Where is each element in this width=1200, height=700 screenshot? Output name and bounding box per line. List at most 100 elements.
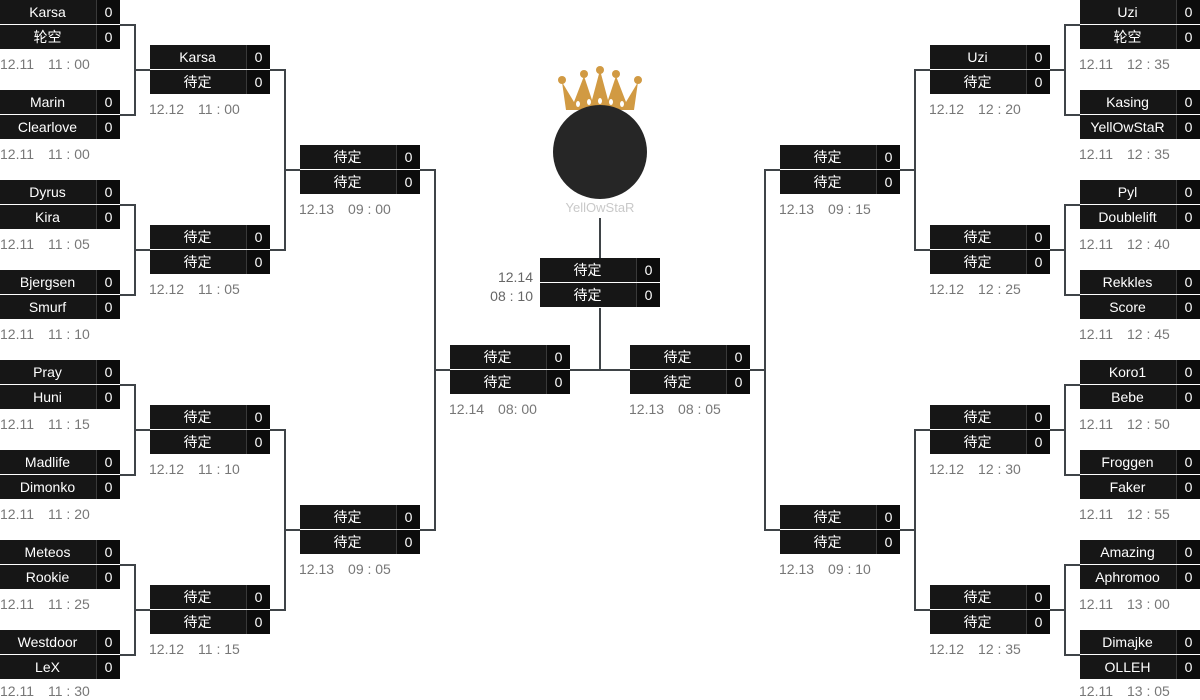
- team-score: 0: [1176, 270, 1200, 294]
- match-time: 12.13 09 : 00: [299, 201, 391, 217]
- team-score: 0: [96, 25, 120, 49]
- team-score: 0: [1176, 360, 1200, 384]
- team-name: Kasing: [1106, 94, 1149, 110]
- bracket-connector: [120, 654, 135, 656]
- team-name: 待定: [963, 254, 992, 270]
